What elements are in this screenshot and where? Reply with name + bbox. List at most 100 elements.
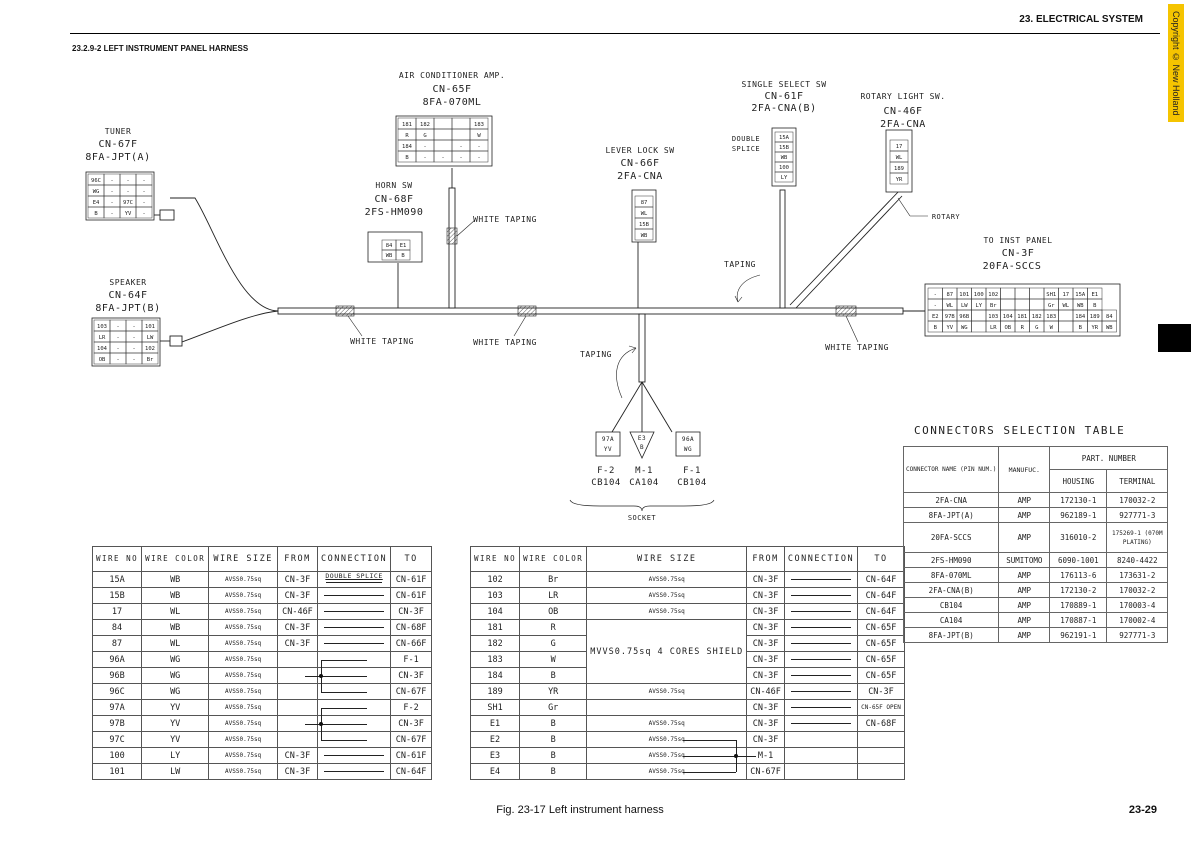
wire-no: 183 (469, 651, 521, 668)
singlesel-pin-label: 100 (779, 165, 789, 171)
speaker-pin-label: - (116, 324, 119, 330)
singlesel-code: CN-61F (764, 91, 803, 102)
connector-name: CB104 (902, 597, 1000, 613)
inst-pin-label: YR (1091, 325, 1098, 331)
inst-pin-label: WB (1106, 325, 1113, 331)
inst-pin-label: E2 (932, 314, 939, 320)
singlesel-pin-label: 15A (779, 135, 790, 141)
wire-to: CN-67F (390, 731, 432, 748)
connection-line (791, 595, 852, 596)
wire-from: CN-3F (276, 571, 318, 588)
leverlock-pin-label: 87 (641, 200, 648, 206)
taping-arrow-1 (736, 274, 761, 303)
wire-to: CN-68F (390, 619, 432, 636)
white-taping-label-2: WHITE TAPING (473, 338, 537, 347)
connector-name: 20FA-SCCS (902, 522, 1000, 553)
singlesel-connector (771, 127, 797, 187)
speaker-pin-cell (141, 352, 159, 365)
wire-from: CN-3F (746, 699, 785, 716)
connection-cell (783, 651, 859, 668)
wire-color: WB (141, 587, 210, 604)
tuner-pin-label: - (126, 178, 129, 184)
speaker-pin-label: - (116, 357, 119, 363)
wire-color: LR (519, 587, 588, 604)
speaker-pin-label: OB (99, 357, 106, 363)
ct-head-terminal: TERMINAL (1106, 469, 1169, 493)
splice-dot (319, 673, 323, 678)
aircon-pin-label: - (423, 144, 426, 150)
wire-color: R (519, 619, 588, 636)
connection-line (791, 579, 852, 580)
connection-line (324, 611, 385, 612)
speaker-pin-label: 101 (145, 324, 155, 330)
wire-no: 104 (469, 603, 521, 620)
wire-no: 96A (91, 651, 143, 668)
wire-size: AVSS0.75sq (208, 683, 278, 700)
connection-line (791, 659, 852, 660)
taping-label-2: TAPING (580, 350, 612, 359)
connector-name: 2FA-CNA (902, 492, 1000, 508)
wire-to: CN-3F (390, 715, 432, 732)
connection-line (791, 691, 852, 692)
white-taping-2 (517, 305, 537, 317)
white-taping-3 (835, 305, 857, 317)
inst-pin-label: 84 (1106, 314, 1113, 320)
wire-color: WG (141, 667, 210, 684)
inst-pin-label: 103 (988, 314, 998, 320)
wire-from: CN-46F (276, 603, 318, 620)
splice-horizontal (683, 771, 736, 773)
wire-color: WG (141, 683, 210, 700)
inst-pin-label: 96B (959, 314, 970, 320)
speaker-code: CN-64F (108, 290, 147, 301)
manufacturer: AMP (998, 582, 1051, 598)
wire-from: CN-3F (746, 731, 785, 748)
splice-horizontal (320, 739, 367, 741)
wire-to: CN-65F (857, 619, 905, 636)
socket-m1-color: B (640, 444, 644, 451)
wire-no: E2 (469, 731, 521, 748)
speaker-pin-label: - (116, 335, 119, 341)
inst-pin-label: W (1050, 325, 1054, 331)
wire-color: LW (141, 763, 210, 780)
leverlock-pin-label: 15B (639, 222, 650, 228)
wire-to: CN-67F (390, 683, 432, 700)
wire-from: CN-3F (746, 619, 785, 636)
wire-size: AVSS0.75sq (208, 571, 278, 588)
inst-pin-label: R (1021, 325, 1025, 331)
wire-to: CN-65F (857, 635, 905, 652)
aircon-pin-label: R (405, 133, 409, 139)
tuner-part: 8FA-JPT(A) (85, 152, 150, 163)
inst-pin-label: 97B (945, 314, 956, 320)
splice-dot (734, 753, 739, 758)
manufacturer: AMP (998, 627, 1051, 643)
column-header: TO (857, 546, 905, 572)
leverlock-connector (631, 189, 657, 243)
tuner-branch (170, 197, 279, 312)
column-header: FROM (746, 546, 785, 572)
wire-no: 184 (469, 667, 521, 684)
housing-part: 170887-1 (1049, 612, 1108, 628)
aircon-pin-cell (469, 150, 489, 163)
inst-pin-label: 102 (988, 292, 998, 298)
inst-pin-label: 104 (1003, 314, 1014, 320)
rotary-connector (885, 129, 913, 193)
white-taping-1 (335, 305, 355, 317)
connection-line (791, 611, 852, 612)
tuner-pin-label: - (110, 211, 113, 217)
wire-no: 103 (469, 587, 521, 604)
wire-to: CN-65F (857, 667, 905, 684)
tuner-pin-label: 96C (91, 178, 101, 184)
wire-no: 101 (91, 763, 143, 780)
ct-head-name: CONNECTOR NAME (PIN NUM.) (902, 446, 1000, 493)
wire-from (276, 651, 318, 668)
